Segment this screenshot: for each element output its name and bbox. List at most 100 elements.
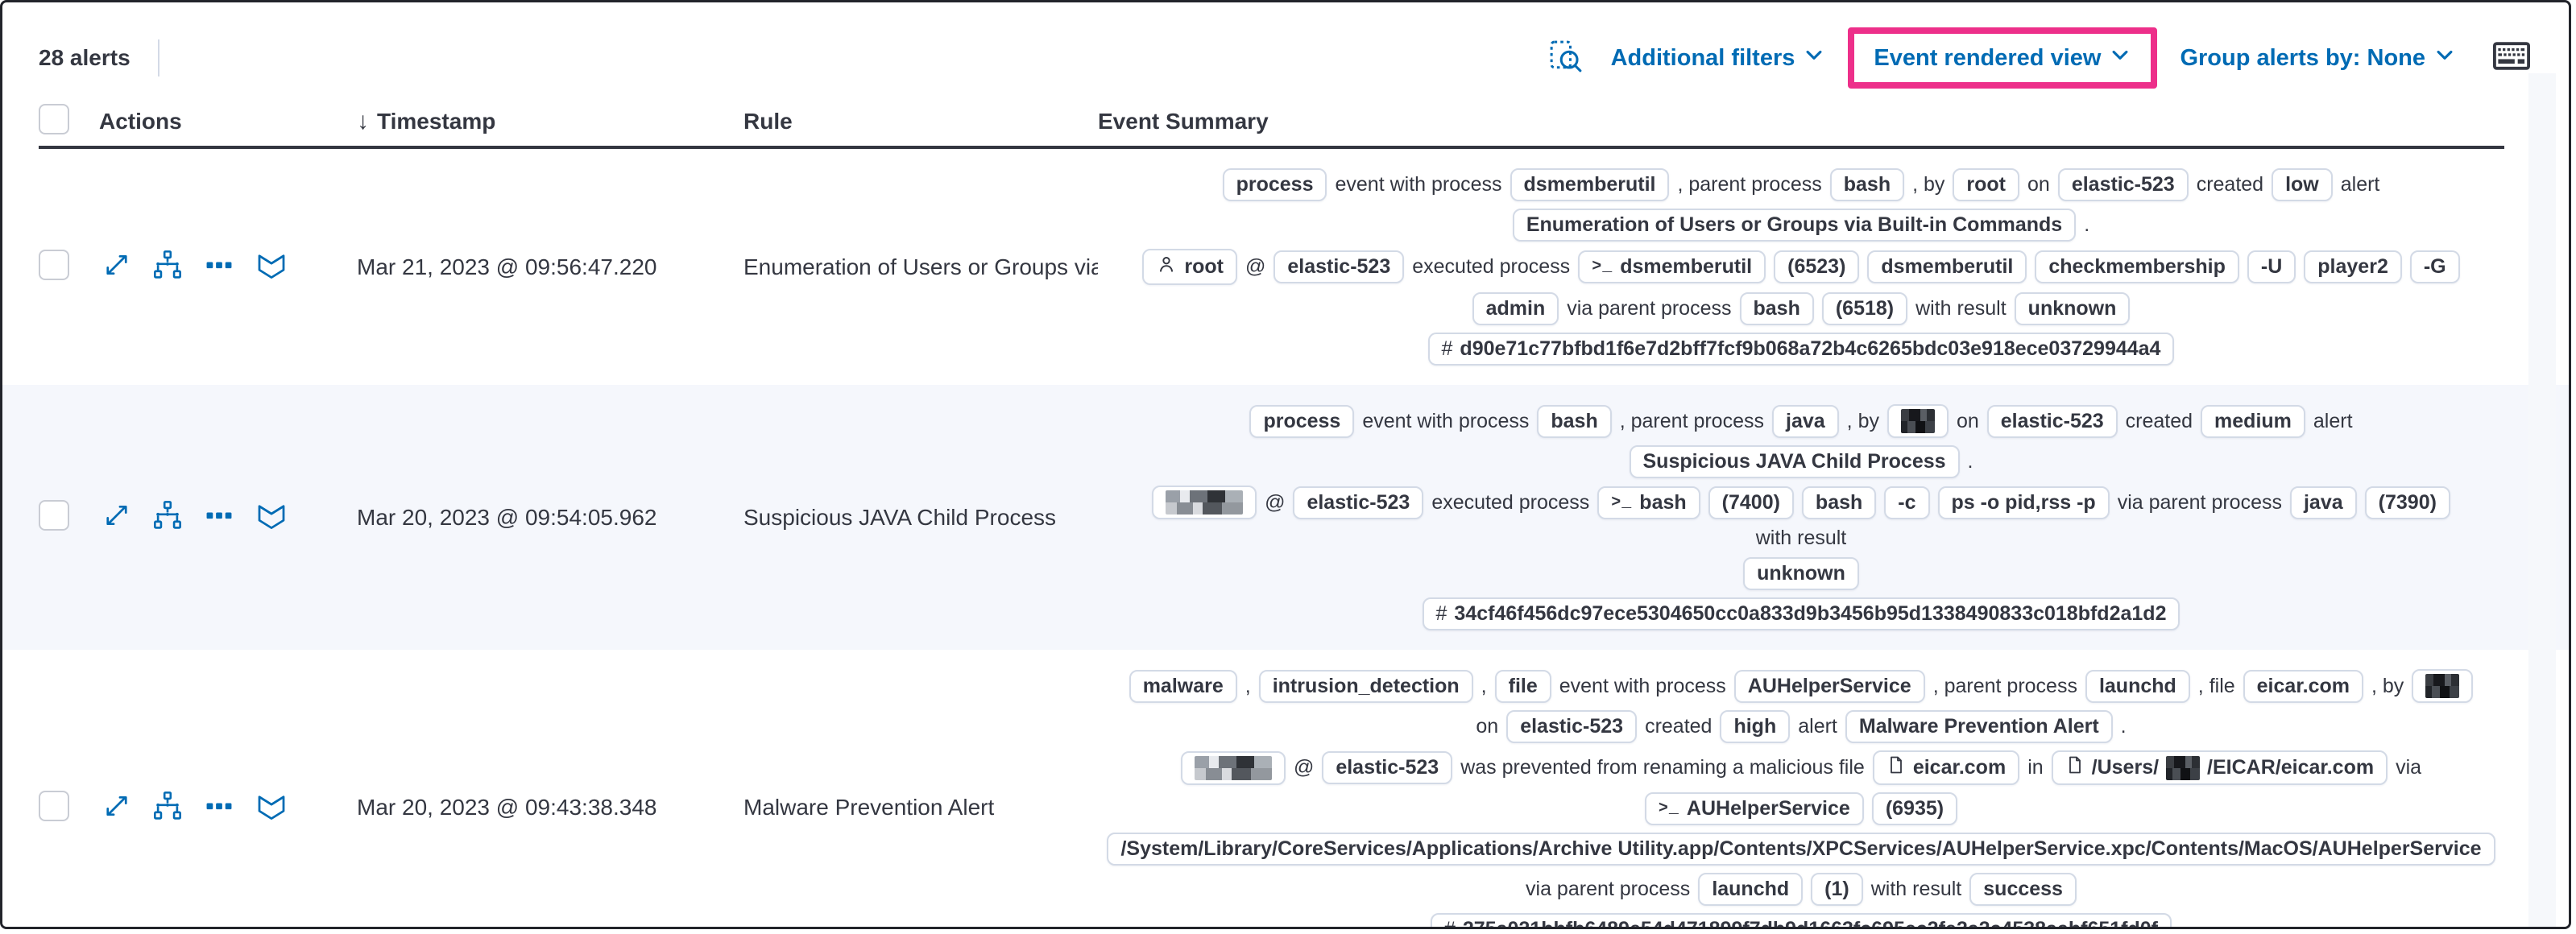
- value-badge: (1): [1811, 873, 1863, 906]
- hash-icon: #: [1443, 918, 1456, 929]
- redacted-user-badge: [1152, 486, 1257, 519]
- investigate-in-timeline-button[interactable]: [255, 790, 288, 826]
- value-badge: low: [2272, 168, 2333, 201]
- summary-line: /System/Library/CoreServices/Application…: [1107, 833, 2495, 866]
- summary-text: ,: [1481, 674, 1487, 697]
- value-badge: Malware Prevention Alert: [1845, 710, 2113, 743]
- chevron-down-icon: [2433, 43, 2456, 72]
- investigate-in-timeline-button[interactable]: [255, 499, 288, 535]
- row-timestamp: Mar 21, 2023 @ 09:56:47.220: [357, 254, 657, 279]
- more-actions-button[interactable]: [204, 791, 234, 825]
- value-badge: launchd: [1698, 873, 1804, 906]
- header-timestamp[interactable]: ↓ Timestamp: [357, 108, 743, 135]
- expand-alert-button[interactable]: [102, 250, 131, 283]
- row-checkbox[interactable]: [39, 250, 69, 280]
- value-badge: elastic-523: [1322, 751, 1453, 784]
- row-checkbox[interactable]: [39, 790, 69, 821]
- value-badge: bash: [1537, 404, 1612, 438]
- value-badge: root: [1953, 168, 2019, 201]
- more-actions-icon: [204, 250, 234, 284]
- toolbar-divider: [157, 39, 159, 76]
- summary-text: alert: [2340, 173, 2380, 196]
- group-alerts-by-label: Group alerts by: None: [2180, 44, 2425, 71]
- header-actions: Actions: [99, 109, 182, 134]
- table-header-row: Actions ↓ Timestamp Rule Event Summary: [39, 97, 2504, 149]
- analyze-event-button[interactable]: [152, 250, 183, 284]
- value-badge: (6935): [1871, 792, 1958, 825]
- summary-text: via: [2396, 756, 2422, 779]
- summary-text: via parent process: [1567, 297, 1732, 320]
- summary-text: was prevented from renaming a malicious …: [1460, 756, 1865, 779]
- value-badge: unknown: [2014, 292, 2131, 325]
- more-actions-icon: [204, 791, 234, 825]
- value-badge: /System/Library/CoreServices/Application…: [1107, 833, 2495, 866]
- expand-alert-button[interactable]: [102, 501, 131, 534]
- process-badge: >_bash: [1597, 486, 1700, 519]
- inspect-search-button[interactable]: [1540, 39, 1592, 78]
- vertical-scrollbar[interactable]: [2528, 73, 2556, 927]
- value-badge: malware: [1129, 669, 1237, 703]
- more-actions-button[interactable]: [204, 500, 234, 535]
- value-badge: dsmemberutil: [1510, 168, 1670, 201]
- value-badge: unknown: [1743, 557, 1859, 590]
- expand-alert-button[interactable]: [102, 791, 131, 824]
- expand-icon: [102, 501, 131, 534]
- summary-text: @: [1293, 756, 1315, 779]
- value-badge: java: [2289, 486, 2357, 519]
- value-badge: medium: [2201, 404, 2305, 438]
- value-badge: bash: [1829, 168, 1905, 201]
- value-badge: file: [1494, 669, 1551, 703]
- value-badge: -U: [2247, 250, 2296, 283]
- summary-line: unknown: [1743, 557, 1859, 590]
- group-alerts-by-button[interactable]: Group alerts by: None: [2168, 43, 2467, 72]
- row-checkbox[interactable]: [39, 500, 69, 531]
- summary-text: , parent process: [1932, 674, 2077, 697]
- summary-text: , by: [1846, 409, 1879, 432]
- value-badge: launchd: [2085, 669, 2190, 703]
- value-badge: -G: [2409, 250, 2460, 283]
- redacted-pixels: [1166, 490, 1244, 515]
- highlight-box: Event rendered view: [1848, 27, 2158, 89]
- row-timestamp: Mar 20, 2023 @ 09:54:05.962: [357, 504, 657, 530]
- summary-text: .: [2084, 213, 2090, 236]
- table-body: Mar 21, 2023 @ 09:56:47.220 Enumeration …: [2, 149, 2569, 929]
- analyze-event-button[interactable]: [152, 500, 183, 535]
- summary-text: , parent process: [1677, 173, 1822, 196]
- document-icon: [2065, 755, 2085, 780]
- header-event-summary: Event Summary: [1098, 109, 1269, 134]
- value-badge: elastic-523: [1986, 404, 2118, 438]
- value-badge: (6523): [1774, 250, 1860, 283]
- summary-line: #34cf46f456dc97ece5304650cc0a833d9b3456b…: [1422, 597, 2180, 630]
- redacted-badge: [2412, 669, 2474, 703]
- alerts-count: 28 alerts: [39, 45, 130, 70]
- value-badge: elastic-523: [1274, 250, 1405, 283]
- summary-line: Suspicious JAVA Child Process.: [1629, 445, 1973, 478]
- value-badge: (6518): [1821, 292, 1908, 325]
- toolbar-right: Additional filters Event rendered view G…: [1540, 27, 2530, 89]
- summary-text: on: [1476, 715, 1499, 738]
- summary-text: .: [2120, 715, 2127, 738]
- value-badge: admin: [1472, 292, 1559, 325]
- timeline-envelope-icon: [255, 790, 288, 826]
- value-badge: ps -o pid,rss -p: [1937, 486, 2110, 519]
- alerts-toolbar: 28 alerts Additional filters: [39, 23, 2530, 93]
- summary-text: created: [2125, 409, 2193, 432]
- summary-text: , by: [2371, 674, 2404, 697]
- value-badge: high: [1720, 710, 1791, 743]
- user-icon: [1156, 254, 1177, 280]
- value-badge: dsmemberutil: [1867, 250, 2027, 283]
- additional-filters-button[interactable]: Additional filters: [1600, 43, 1837, 72]
- investigate-in-timeline-button[interactable]: [255, 249, 288, 285]
- value-badge: bash: [1801, 486, 1877, 519]
- select-all-checkbox[interactable]: [39, 103, 69, 134]
- analyze-event-button[interactable]: [152, 791, 183, 825]
- table-row: Mar 20, 2023 @ 09:54:05.962 Suspicious J…: [2, 385, 2569, 650]
- fullscreen-keyboard-button[interactable]: [2493, 42, 2530, 74]
- row-actions: [99, 790, 357, 826]
- summary-text: on: [1956, 409, 1979, 432]
- more-actions-button[interactable]: [204, 250, 234, 284]
- view-selector-button[interactable]: Event rendered view: [1862, 43, 2143, 72]
